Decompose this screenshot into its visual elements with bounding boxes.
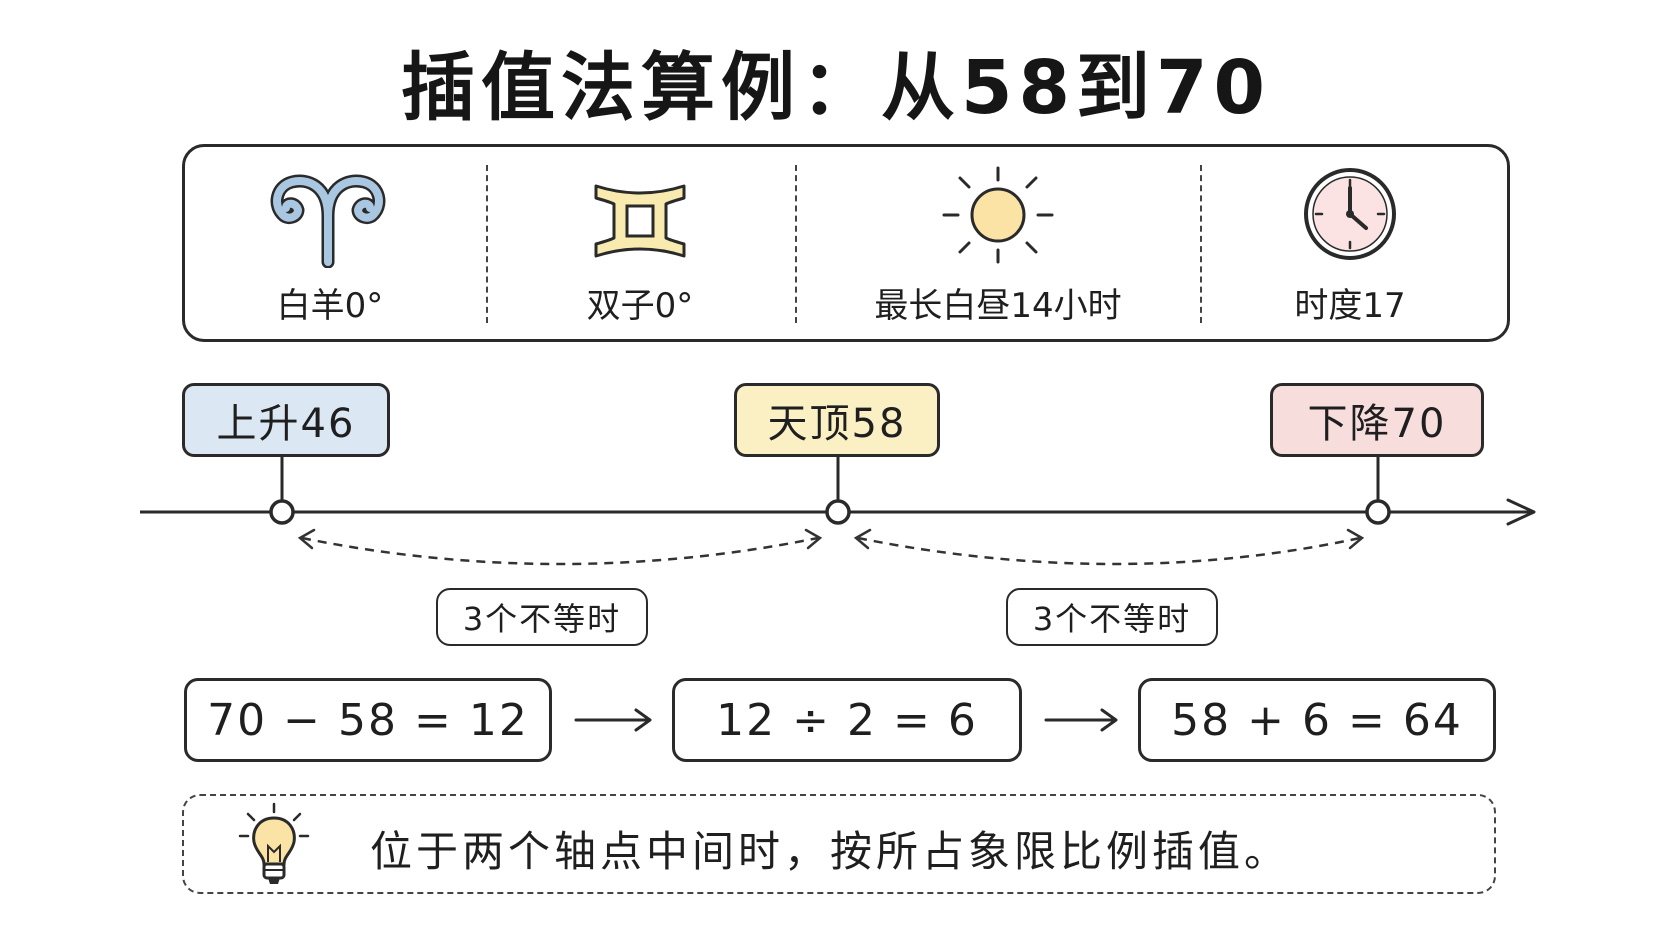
info-panel bbox=[182, 144, 1510, 342]
midheaven-tag: 天顶58 bbox=[734, 383, 940, 457]
sun-icon bbox=[942, 166, 1054, 264]
calc-step-difference: 70 − 58 = 12 bbox=[184, 678, 552, 762]
gemini-label: 双子0° bbox=[586, 286, 694, 326]
descendant-tag: 下降70 bbox=[1270, 383, 1484, 457]
axis-arrowhead bbox=[1506, 498, 1536, 526]
interval-arc bbox=[857, 536, 1361, 566]
midheaven-point bbox=[825, 499, 851, 525]
panel-divider bbox=[486, 165, 488, 323]
tip-text: 位于两个轴点中间时，按所占象限比例插值。 bbox=[370, 827, 1291, 876]
time-degree-label: 时度17 bbox=[1294, 286, 1406, 326]
interval-badge: 3个不等时 bbox=[1006, 588, 1218, 646]
ascendant-point bbox=[269, 499, 295, 525]
panel-divider bbox=[1200, 165, 1202, 323]
longest-day-label: 最长白昼14小时 bbox=[874, 286, 1122, 326]
lightbulb-icon bbox=[238, 802, 310, 884]
ascendant-tag: 上升46 bbox=[182, 383, 390, 457]
descendant-point bbox=[1365, 499, 1391, 525]
tip-box bbox=[182, 794, 1496, 894]
calc-step-half: 12 ÷ 2 = 6 bbox=[672, 678, 1022, 762]
aries-icon bbox=[270, 174, 386, 268]
aries-label: 白羊0° bbox=[276, 286, 384, 326]
interval-arc bbox=[301, 536, 819, 566]
clock-icon bbox=[1304, 168, 1396, 260]
panel-divider bbox=[795, 165, 797, 323]
calc-step-result: 58 + 6 = 64 bbox=[1138, 678, 1496, 762]
page-title: 插值法算例：从58到70 bbox=[401, 45, 1271, 131]
gemini-icon bbox=[594, 184, 686, 258]
interval-badge: 3个不等时 bbox=[436, 588, 648, 646]
